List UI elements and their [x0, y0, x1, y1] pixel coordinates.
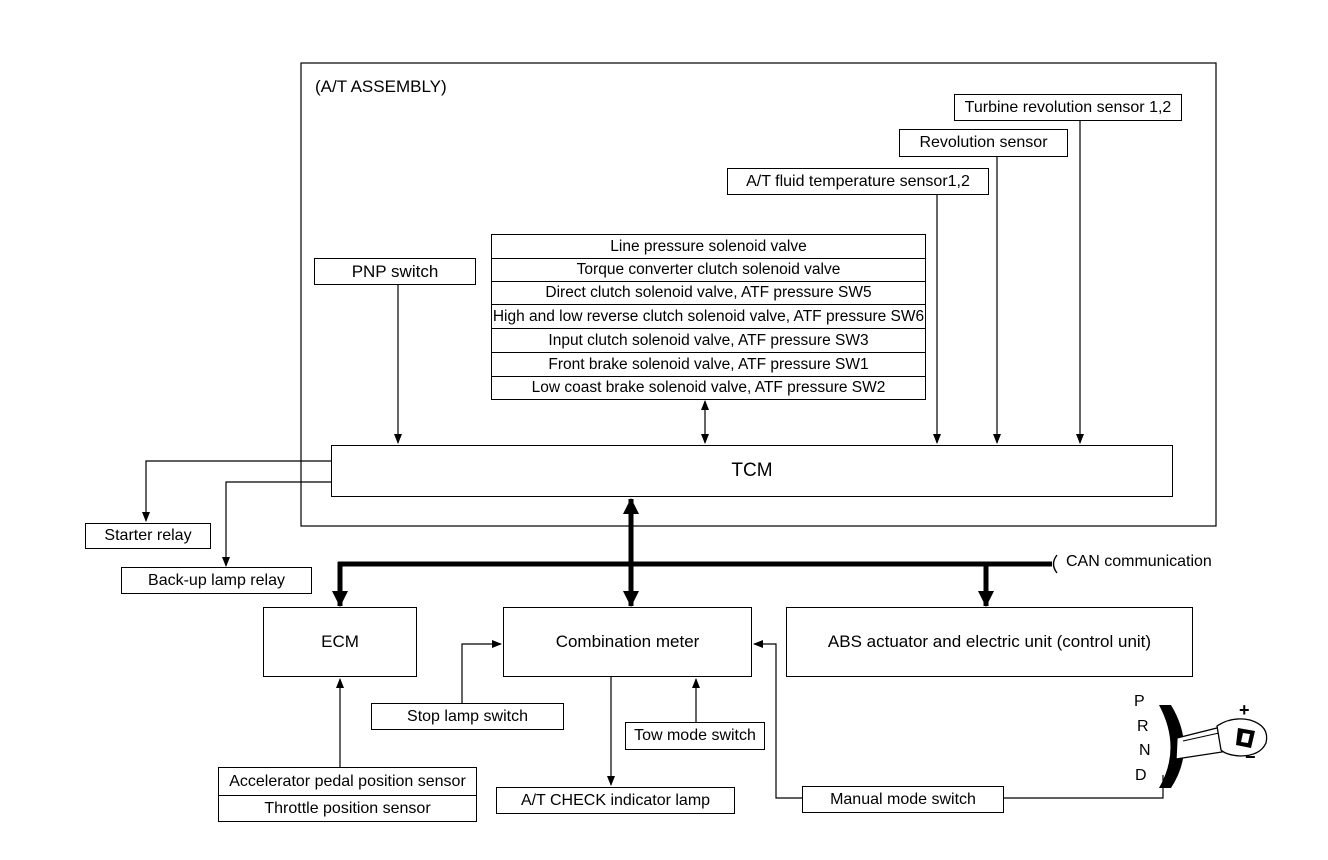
shift-position-d: D — [1135, 767, 1147, 784]
manual-mode-switch-box: Manual mode switch — [802, 786, 1004, 813]
solenoid-row: Line pressure solenoid valve — [610, 237, 807, 255]
turbine-revolution-sensor-box: Turbine revolution sensor 1,2 — [954, 94, 1182, 121]
shift-plus-label: + — [1239, 700, 1250, 720]
starter-relay-box: Starter relay — [85, 523, 211, 549]
stop-lamp-switch-box: Stop lamp switch — [371, 703, 564, 730]
solenoid-row: High and low reverse clutch solenoid val… — [492, 304, 925, 328]
fluid-temperature-sensor-box: A/T fluid temperature sensor1,2 — [727, 168, 989, 195]
combination-meter-box: Combination meter — [503, 607, 752, 677]
throttle-position-sensor: Throttle position sensor — [219, 795, 476, 821]
tcm-box: TCM — [331, 445, 1173, 497]
can-bus-break — [1052, 554, 1058, 574]
tow-mode-switch-box: Tow mode switch — [625, 722, 765, 750]
assembly-label: (A/T ASSEMBLY) — [315, 77, 447, 96]
shift-minus-label: − — [1245, 747, 1256, 767]
tcm-to-starter-relay-line — [142, 460, 331, 522]
ecm-box: ECM — [263, 607, 417, 677]
solenoid-row: Input clutch solenoid valve, ATF pressur… — [492, 328, 925, 352]
manual-mode-to-meter-line — [753, 640, 802, 799]
stop-lamp-to-meter-line — [461, 640, 502, 704]
shift-lever-icon — [1159, 705, 1268, 788]
can-communication-label: CAN communication — [1066, 553, 1212, 570]
solenoid-row: Front brake solenoid valve, ATF pressure… — [492, 352, 925, 376]
solenoid-row: Direct clutch solenoid valve, ATF pressu… — [492, 281, 925, 304]
accelerator-pedal-sensor: Accelerator pedal position sensor — [229, 772, 466, 790]
solenoid-valve-list: Line pressure solenoid valve Torque conv… — [491, 234, 926, 400]
abs-control-unit-box: ABS actuator and electric unit (control … — [786, 607, 1193, 677]
solenoid-row: Torque converter clutch solenoid valve — [492, 258, 925, 281]
shift-position-p: P — [1134, 693, 1145, 710]
sensor-stack: Accelerator pedal position sensor Thrott… — [218, 767, 477, 822]
check-indicator-lamp-box: A/T CHECK indicator lamp — [496, 787, 735, 814]
shift-position-n: N — [1139, 742, 1151, 759]
solenoid-row: Low coast brake solenoid valve, ATF pres… — [492, 376, 925, 399]
revolution-sensor-box: Revolution sensor — [899, 129, 1068, 157]
pnp-switch-box: PNP switch — [314, 258, 476, 285]
tcm-to-backup-relay-line — [222, 481, 331, 567]
at-assembly-frame — [300, 62, 1217, 527]
backup-lamp-relay-box: Back-up lamp relay — [121, 567, 312, 594]
shift-position-r: R — [1137, 718, 1149, 735]
